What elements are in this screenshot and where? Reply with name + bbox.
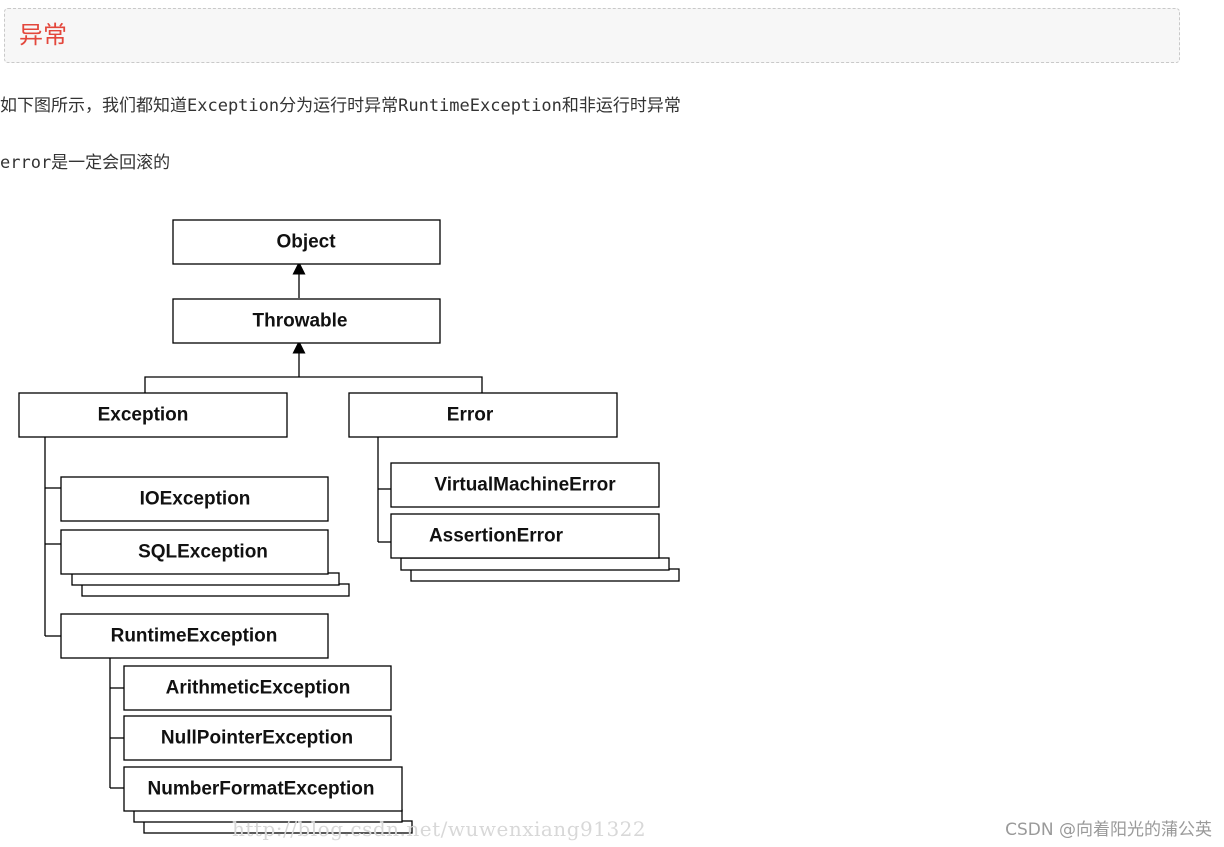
node-object: Object bbox=[172, 219, 441, 265]
node-sql-exception: SQLException bbox=[60, 529, 329, 575]
sql-exception-stack bbox=[71, 572, 350, 597]
node-assertion-error-label: AssertionError bbox=[429, 526, 564, 547]
node-number-format-exception-label: NumberFormatException bbox=[148, 779, 375, 800]
node-io-exception-label: IOException bbox=[140, 489, 251, 510]
node-null-pointer-exception: NullPointerException bbox=[123, 715, 392, 761]
node-number-format-exception: NumberFormatException bbox=[123, 766, 403, 812]
node-object-label: Object bbox=[276, 232, 336, 253]
node-arithmetic-exception-label: ArithmeticException bbox=[166, 678, 351, 699]
watermark: http://blog.csdn.net/wuwenxiang91322 bbox=[232, 817, 647, 841]
assertion-error-stack bbox=[400, 557, 680, 582]
node-null-pointer-exception-label: NullPointerException bbox=[161, 728, 353, 749]
node-virtual-machine-error-label: VirtualMachineError bbox=[434, 475, 616, 496]
node-error: Error bbox=[348, 392, 618, 438]
throwable-branch-line bbox=[144, 376, 483, 393]
node-throwable-label: Throwable bbox=[252, 311, 347, 332]
number-format-exception-stack bbox=[133, 809, 413, 834]
node-virtual-machine-error: VirtualMachineError bbox=[390, 462, 660, 508]
node-assertion-error: AssertionError bbox=[390, 513, 660, 559]
node-throwable: Throwable bbox=[172, 298, 441, 344]
paragraph-error-rollback: error是一定会回滚的 bbox=[0, 153, 171, 173]
node-error-label: Error bbox=[447, 405, 494, 426]
node-exception-label: Exception bbox=[98, 405, 189, 426]
node-runtime-exception: RuntimeException bbox=[60, 613, 329, 659]
section-heading: 异常 bbox=[19, 21, 67, 49]
node-arithmetic-exception: ArithmeticException bbox=[123, 665, 392, 711]
paragraph-exception-types: 如下图所示，我们都知道Exception分为运行时异常RuntimeExcept… bbox=[0, 96, 681, 116]
node-exception: Exception bbox=[18, 392, 288, 438]
connectors bbox=[44, 261, 483, 789]
node-sql-exception-label: SQLException bbox=[138, 542, 268, 563]
section-heading-box: 异常 bbox=[4, 8, 1180, 63]
node-runtime-exception-label: RuntimeException bbox=[111, 626, 278, 647]
node-io-exception: IOException bbox=[60, 476, 329, 522]
csdn-credit: CSDN @向着阳光的蒲公英 bbox=[1005, 820, 1212, 840]
